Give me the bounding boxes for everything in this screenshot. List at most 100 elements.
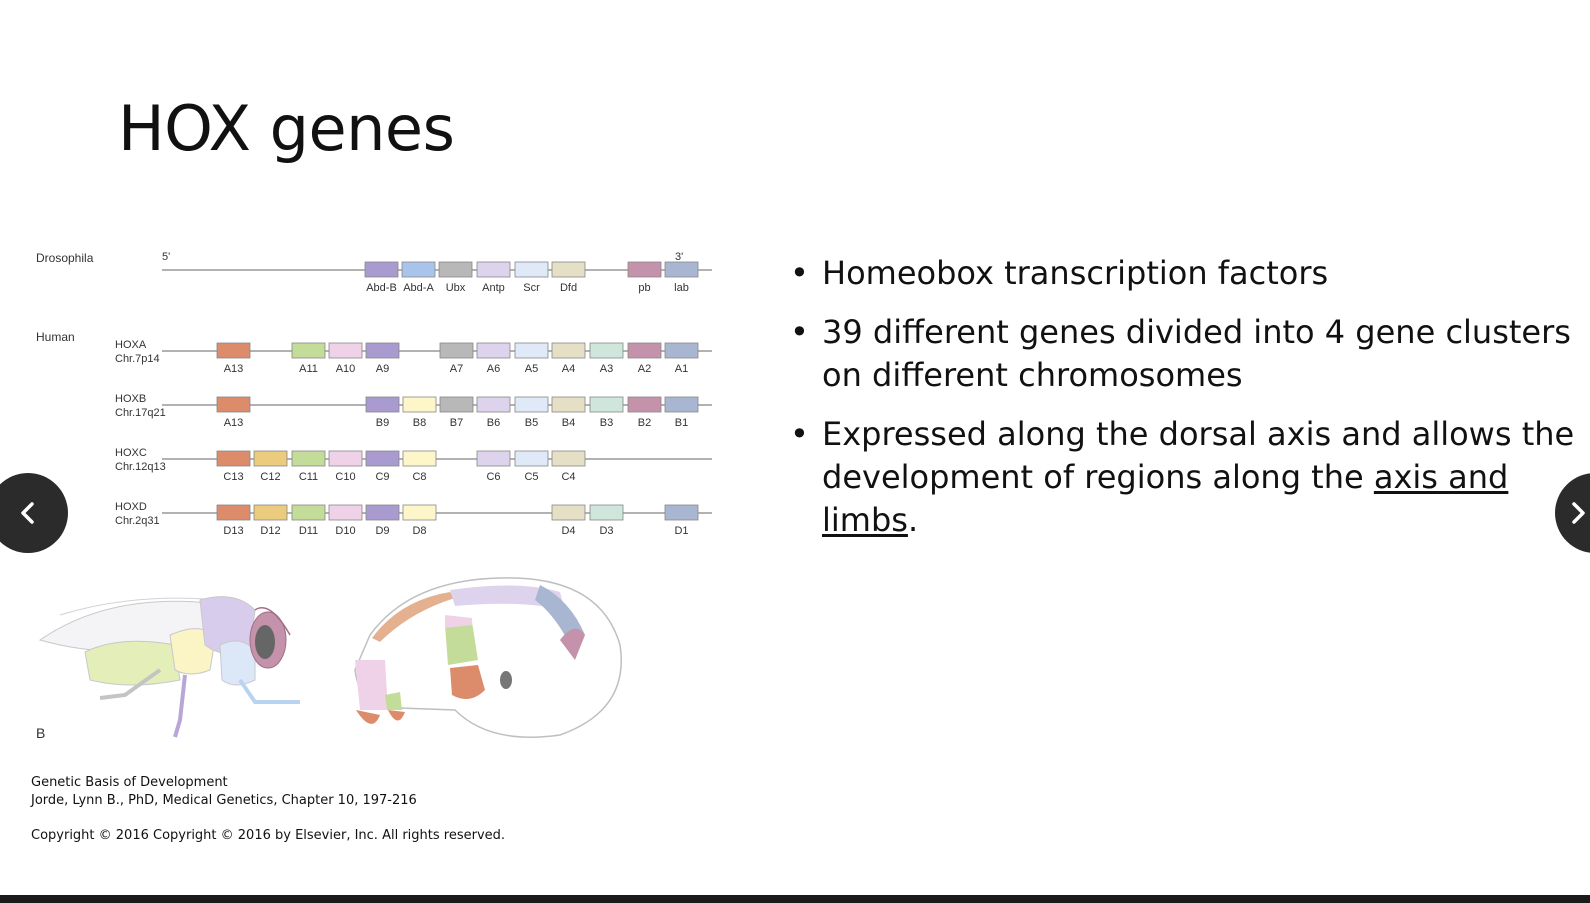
gene-box xyxy=(365,504,400,521)
gene-label: B5 xyxy=(525,417,538,429)
gene-label: Abd-B xyxy=(366,282,397,294)
chromosome-label: Chr.7p14 xyxy=(115,353,160,365)
gene-box xyxy=(291,450,326,467)
gene-label: Antp xyxy=(482,282,505,294)
previous-slide-button[interactable] xyxy=(0,473,68,553)
gene-box xyxy=(514,261,549,278)
embryo-illustration xyxy=(354,577,622,738)
gene-label: D4 xyxy=(561,525,575,537)
gene-box xyxy=(402,450,437,467)
gene-box xyxy=(551,261,586,278)
gene-label: D1 xyxy=(674,525,688,537)
gene-label: D10 xyxy=(335,525,355,537)
credit-source: Genetic Basis of Development xyxy=(31,775,228,790)
gene-box xyxy=(291,504,326,521)
gene-label: B8 xyxy=(413,417,426,429)
gene-label: D3 xyxy=(599,525,613,537)
three-prime-label: 3' xyxy=(675,251,683,263)
gene-box xyxy=(365,450,400,467)
gene-box xyxy=(551,396,586,413)
gene-label: C9 xyxy=(375,471,389,483)
slide-title: HOX genes xyxy=(118,92,455,165)
chromosome-label: Chr.17q21 xyxy=(115,407,166,419)
gene-label: C4 xyxy=(561,471,575,483)
gene-label: A13 xyxy=(224,363,244,375)
gene-box xyxy=(664,396,699,413)
gene-box xyxy=(402,504,437,521)
bullet-item: Expressed along the dorsal axis and allo… xyxy=(790,413,1580,542)
gene-label: Scr xyxy=(523,282,540,294)
gene-box xyxy=(365,396,400,413)
gene-box xyxy=(328,504,363,521)
gene-label: A1 xyxy=(675,363,688,375)
cluster-name: HOXA xyxy=(115,339,147,351)
gene-label: D13 xyxy=(223,525,243,537)
gene-label: B4 xyxy=(562,417,575,429)
gene-label: C10 xyxy=(335,471,355,483)
gene-box xyxy=(476,450,511,467)
gene-box xyxy=(551,450,586,467)
cluster-name: HOXD xyxy=(115,501,147,513)
credit-citation: Jorde, Lynn B., PhD, Medical Genetics, C… xyxy=(31,793,417,808)
gene-label: B6 xyxy=(487,417,500,429)
chevron-right-icon xyxy=(1572,502,1585,524)
gene-box xyxy=(439,342,474,359)
gene-label: C5 xyxy=(524,471,538,483)
gene-box xyxy=(664,342,699,359)
gene-box xyxy=(364,261,399,278)
gene-label: B7 xyxy=(450,417,463,429)
gene-box xyxy=(328,450,363,467)
gene-box xyxy=(476,396,511,413)
gene-box xyxy=(514,396,549,413)
cluster-name: HOXC xyxy=(115,447,147,459)
gene-label: Ubx xyxy=(446,282,466,294)
next-slide-button[interactable] xyxy=(1555,473,1590,553)
gene-label: B9 xyxy=(376,417,389,429)
gene-label: A5 xyxy=(525,363,538,375)
gene-box xyxy=(253,504,288,521)
gene-box xyxy=(291,342,326,359)
gene-box xyxy=(589,396,624,413)
gene-label: C6 xyxy=(486,471,500,483)
gene-label: D11 xyxy=(299,525,318,537)
bullet-item: Homeobox transcription factors xyxy=(790,252,1580,295)
gene-label: lab xyxy=(674,282,689,294)
gene-label: A11 xyxy=(299,363,318,375)
gene-label: B1 xyxy=(675,417,688,429)
gene-box xyxy=(589,342,624,359)
gene-box xyxy=(627,342,662,359)
gene-box xyxy=(551,504,586,521)
gene-box xyxy=(216,396,251,413)
gene-label: A10 xyxy=(336,363,356,375)
gene-label: C8 xyxy=(412,471,426,483)
gene-box xyxy=(514,342,549,359)
gene-box xyxy=(664,504,699,521)
cluster-name: HOXB xyxy=(115,393,146,405)
drosophila-illustration xyxy=(38,596,300,738)
gene-label: B2 xyxy=(638,417,651,429)
gene-box xyxy=(439,396,474,413)
gene-box xyxy=(551,342,586,359)
bullet-list: Homeobox transcription factors 39 differ… xyxy=(790,252,1580,558)
gene-label: C13 xyxy=(223,471,243,483)
gene-box xyxy=(328,342,363,359)
gene-box xyxy=(253,450,288,467)
gene-box xyxy=(402,396,437,413)
gene-label: Dfd xyxy=(560,282,577,294)
gene-label: pb xyxy=(638,282,650,294)
gene-label: C11 xyxy=(299,471,318,483)
human-label: Human xyxy=(36,330,75,344)
gene-label: B3 xyxy=(600,417,613,429)
gene-label: D8 xyxy=(412,525,426,537)
gene-label: C12 xyxy=(260,471,280,483)
gene-box xyxy=(365,342,400,359)
gene-box xyxy=(664,261,699,278)
gene-box xyxy=(216,504,251,521)
drosophila-label: Drosophila xyxy=(36,251,94,265)
gene-box xyxy=(401,261,436,278)
gene-box xyxy=(476,342,511,359)
gene-box xyxy=(627,396,662,413)
gene-label: A9 xyxy=(376,363,389,375)
chevron-left-icon xyxy=(21,502,34,524)
